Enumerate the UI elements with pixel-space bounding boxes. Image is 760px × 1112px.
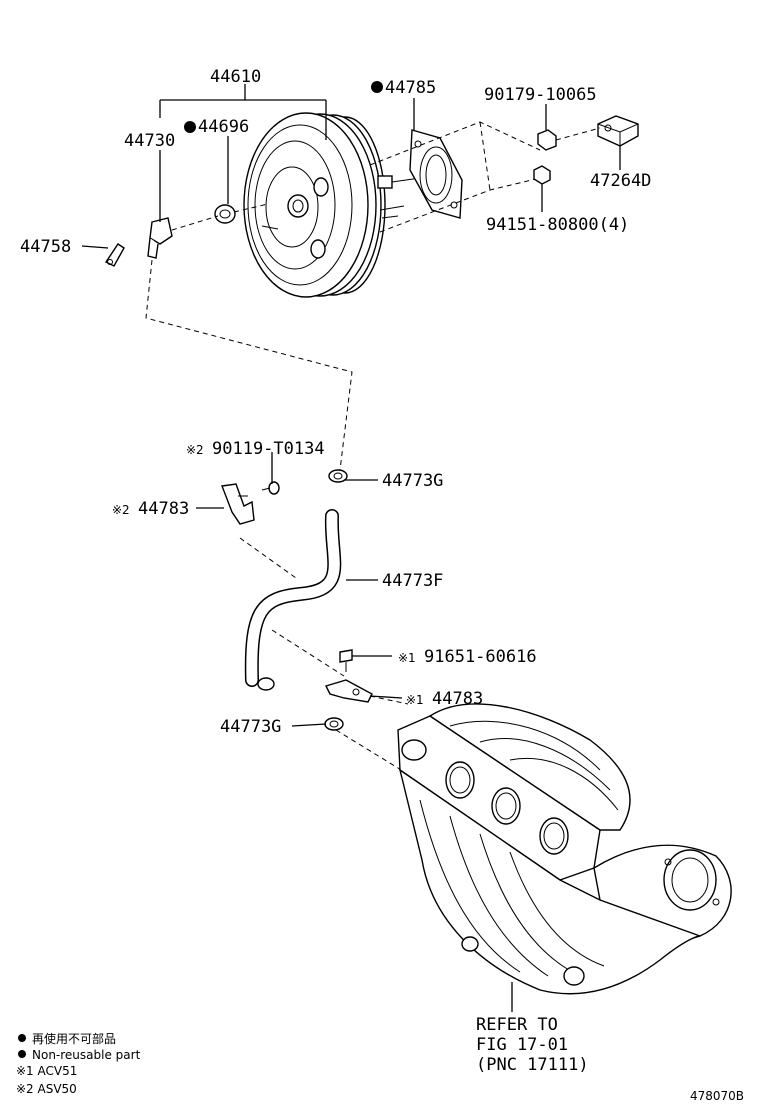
legend-note-2: ※2 ASV50 (16, 1082, 77, 1096)
gasket-44785 (409, 129, 463, 219)
label-90119-t0134: 90119-T0134 (212, 439, 325, 459)
label-44758: 44758 (20, 237, 71, 257)
clip-44758 (104, 243, 125, 267)
legend-dot-en (18, 1050, 26, 1058)
label-44785: 44785 (385, 78, 436, 98)
clevis-47264d (597, 115, 639, 147)
clamp-44773g-top (328, 469, 348, 483)
label-44610: 44610 (210, 67, 261, 87)
figure-id: 478070B (690, 1089, 744, 1103)
refer-line-2: FIG 17-01 (476, 1035, 568, 1055)
bracket-44783-bottom (325, 679, 373, 703)
label-44696: 44696 (198, 117, 249, 137)
check-valve-44730 (147, 203, 269, 259)
nut-90179 (537, 127, 601, 151)
label-44773g-top: 44773G (382, 471, 443, 491)
label-44773f: 44773F (382, 571, 443, 591)
label-90179-10065: 90179-10065 (484, 85, 597, 105)
refer-line-1: REFER TO (476, 1015, 558, 1035)
ref-mark-1-91651: ※1 (398, 651, 416, 665)
vacuum-hose-44773f (244, 509, 342, 691)
nonreusable-dot-44785 (371, 81, 383, 93)
clamp-44773g-bottom (324, 717, 344, 731)
nonreusable-dot-44696 (184, 121, 196, 133)
label-47264d: 47264D (590, 171, 651, 191)
label-91651-60616: 91651-60616 (424, 647, 537, 667)
legend-nonreusable-en: Non-reusable part (32, 1048, 141, 1062)
label-44783-top: 44783 (138, 499, 189, 519)
brake-booster (243, 112, 421, 298)
label-44773g-bottom: 44773G (220, 717, 281, 737)
legend-dot-jp (18, 1034, 26, 1042)
nut-94151 (533, 165, 551, 185)
intake-manifold (397, 703, 732, 995)
ref-mark-2-90119: ※2 (186, 443, 204, 457)
refer-line-3: (PNC 17111) (476, 1055, 589, 1075)
label-94151-80800: 94151-80800(4) (486, 215, 629, 235)
bracket-44783-top (221, 483, 255, 525)
grommet-44696 (214, 204, 236, 224)
label-44730: 44730 (124, 131, 175, 151)
bolt-91651 (339, 649, 353, 672)
bolt-90119 (261, 481, 280, 495)
legend-nonreusable-jp: 再使用不可部品 (32, 1031, 116, 1046)
label-44783-bottom: 44783 (432, 689, 483, 709)
legend-note-1: ※1 ACV51 (16, 1064, 77, 1078)
ref-mark-2-44783: ※2 (112, 503, 130, 517)
ref-mark-1-44783: ※1 (406, 693, 424, 707)
